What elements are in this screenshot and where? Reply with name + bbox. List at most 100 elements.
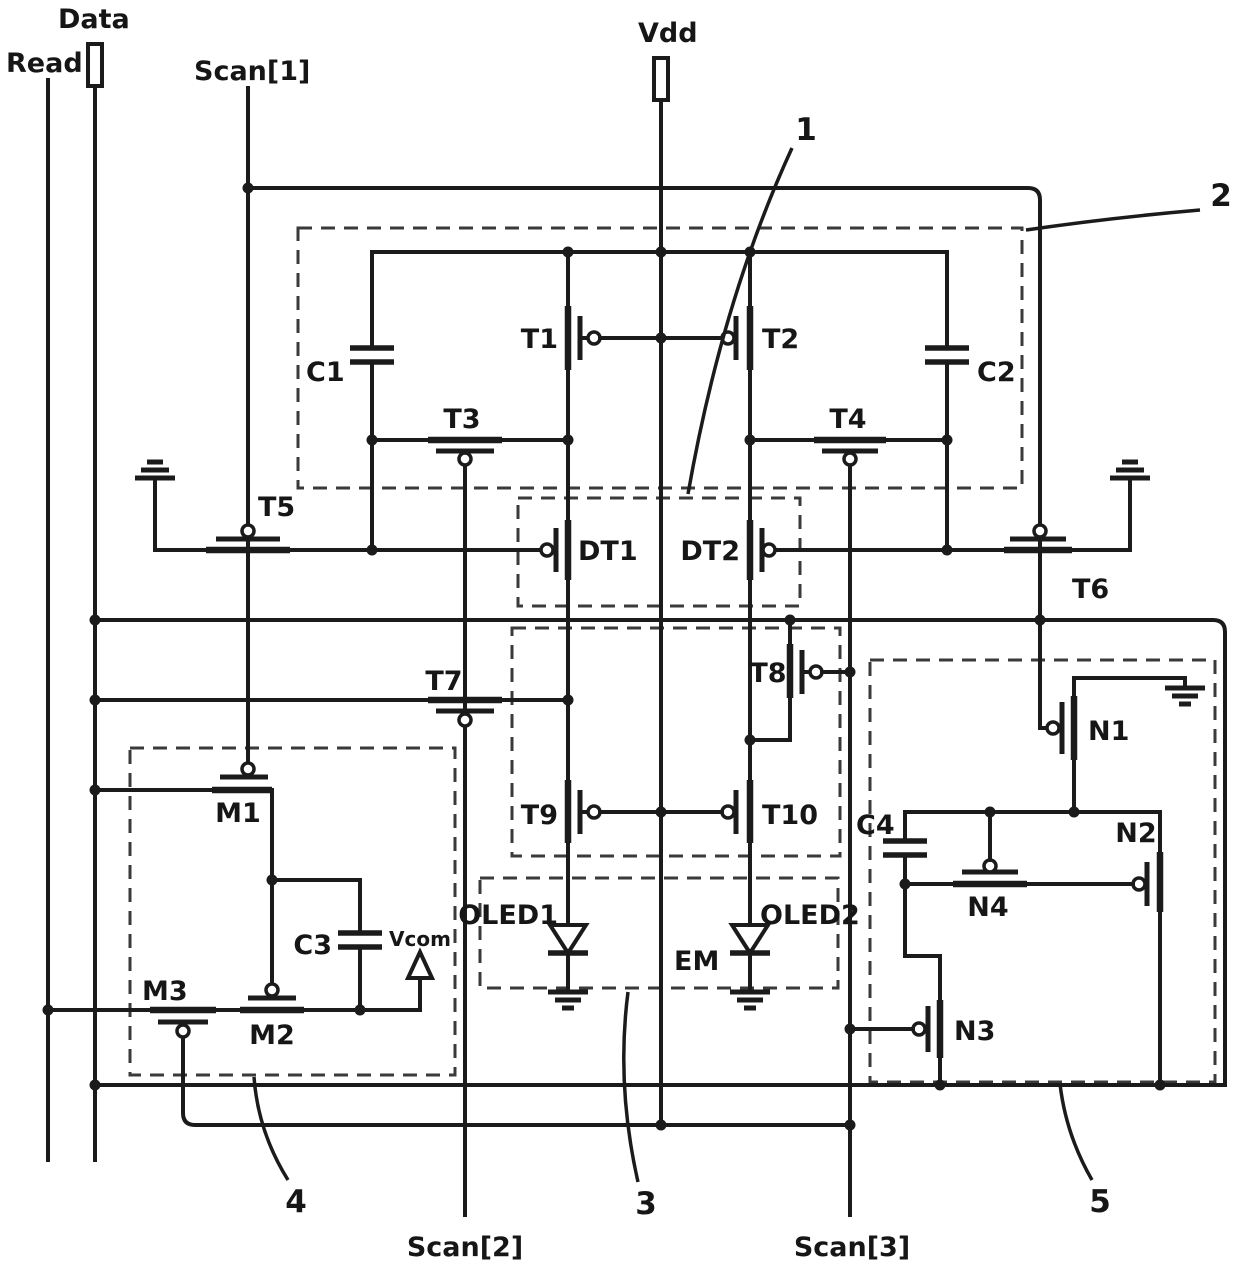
gate-bubble (842, 451, 858, 467)
label-t3: T3 (443, 404, 480, 435)
label-c4: C4 (856, 810, 895, 841)
transistor-t4 (748, 436, 949, 467)
ground-symbol-n1 (1165, 685, 1205, 707)
callout-2: 2 (1210, 178, 1232, 214)
callout-3: 3 (635, 1186, 657, 1222)
vcom-triangle (404, 947, 436, 980)
transistor-dt1 (539, 520, 572, 580)
label-c1: C1 (306, 357, 345, 388)
transistor-dt2 (746, 520, 777, 580)
transistor-t9 (564, 780, 602, 843)
label-data: Data (58, 4, 130, 35)
transistor-t10 (720, 780, 754, 843)
capacitor-c3 (270, 878, 382, 1012)
label-oled2: OLED2 (760, 900, 860, 931)
label-m3: M3 (142, 976, 188, 1007)
transistor-t7 (428, 696, 502, 728)
lead-wire (46, 976, 422, 1012)
gate-bubble (1032, 523, 1048, 539)
capacitor-c1 (350, 250, 394, 552)
oled-diode-oled2 (728, 923, 772, 1011)
label-c2: C2 (977, 357, 1016, 388)
scan1-top-rail (246, 186, 1042, 527)
vref-symbol-right (1110, 459, 1150, 552)
transistor-t5 (153, 523, 543, 554)
vdd-terminal-pin (652, 56, 670, 102)
leader-2 (1025, 208, 1201, 232)
label-scan1: Scan[1] (194, 56, 310, 87)
transistor-t3 (370, 436, 570, 467)
label-vdd: Vdd (638, 18, 698, 49)
label-t10: T10 (762, 800, 818, 831)
transistor-m2 (240, 982, 304, 1014)
oled-diode-oled1 (546, 923, 590, 1011)
transistor-n1 (1045, 676, 1187, 814)
label-t4: T4 (829, 404, 866, 435)
label-vcom: Vcom (389, 927, 451, 951)
label-m1: M1 (215, 798, 261, 829)
data-terminal-pin (86, 42, 104, 88)
label-t5: T5 (258, 492, 295, 523)
gate-bubble (457, 451, 473, 467)
label-dt1: DT1 (578, 536, 638, 567)
gate-bubble (240, 523, 256, 539)
ground-bars (730, 989, 770, 1011)
labels: Read Data Scan[1] Vdd 1 2 C1 T1 T2 C2 T3… (6, 4, 1232, 1263)
transistor-n3 (848, 1000, 944, 1058)
bars (1110, 459, 1150, 481)
label-t6: T6 (1072, 574, 1109, 605)
gate-bubble (240, 761, 256, 777)
label-m2: M2 (249, 1020, 295, 1051)
label-t7: T7 (425, 666, 462, 697)
label-c3: C3 (293, 930, 332, 961)
leader-1 (686, 147, 794, 495)
region-box-4 (128, 746, 457, 1077)
label-scan2: Scan[2] (407, 1232, 523, 1263)
leader-4 (252, 1076, 290, 1181)
label-oled1: OLED1 (458, 900, 558, 931)
n1-gate-feed (1038, 540, 1049, 730)
label-t1: T1 (521, 324, 558, 355)
region-box-3 (510, 626, 842, 858)
gate-bubble (539, 542, 555, 558)
callout-5: 5 (1089, 1184, 1111, 1220)
label-dt2: DT2 (680, 536, 740, 567)
callout-1: 1 (795, 112, 817, 148)
transistor-t2 (720, 306, 754, 370)
transistor-t1 (564, 306, 602, 370)
bars (1165, 685, 1205, 707)
capacitor-c4 (883, 810, 942, 1087)
label-em: EM (674, 946, 719, 977)
callout-leaders (252, 147, 1201, 1183)
transistor-m1 (93, 761, 274, 986)
bars (135, 459, 175, 481)
label-scan3: Scan[3] (794, 1232, 910, 1263)
label-n2: N2 (1115, 818, 1156, 849)
anode-triangle (728, 923, 772, 957)
gate-bubble (457, 712, 473, 728)
transistor-t6 (773, 523, 1132, 554)
wire (270, 878, 362, 935)
label-read: Read (6, 48, 83, 79)
wire (903, 853, 942, 1087)
vcom-terminal (404, 947, 436, 980)
m3-gate-rail (181, 1035, 852, 1127)
ground-bars (548, 989, 588, 1011)
leader-5 (1058, 1083, 1094, 1181)
transistor-n4 (903, 810, 1135, 888)
transistor-n2 (1131, 846, 1164, 1087)
read-rail (93, 618, 1227, 1087)
gate-bubble (1045, 720, 1061, 736)
capacitor-c2 (925, 250, 969, 552)
junction-dots (42, 182, 1166, 1131)
anode-triangle (546, 923, 590, 957)
label-t8: T8 (749, 658, 786, 689)
gate-bubble (264, 982, 280, 998)
transistor-t8 (748, 618, 852, 742)
label-t2: T2 (762, 324, 799, 355)
gate-bubble (761, 542, 777, 558)
label-n4: N4 (967, 892, 1008, 923)
label-n3: N3 (954, 1016, 995, 1047)
